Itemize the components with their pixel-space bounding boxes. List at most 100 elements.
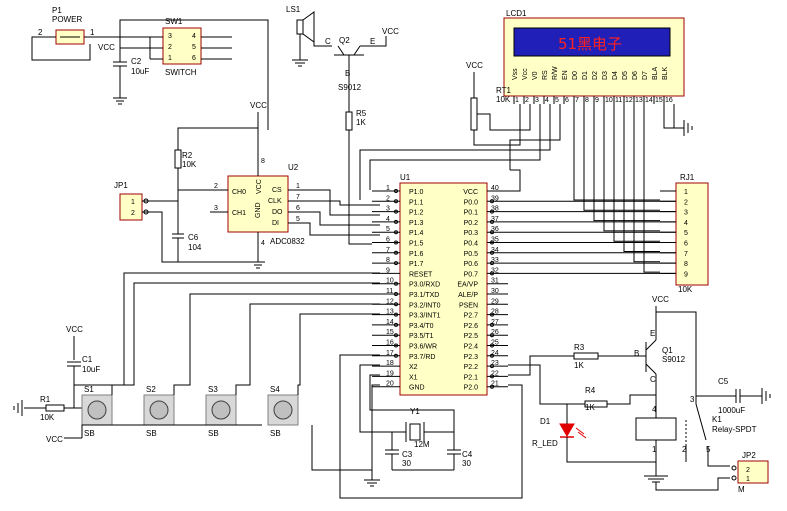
lcd-pin-label: RS (542, 70, 549, 80)
q2-value: S9012 (338, 83, 362, 92)
u1-left-pin-number: 7 (386, 247, 390, 254)
svg-text:CH0: CH0 (232, 189, 246, 196)
svg-text:CLK: CLK (268, 198, 282, 205)
u2-label: U2 (288, 163, 299, 172)
y1-label: Y1 (410, 407, 420, 416)
svg-text:4: 4 (192, 33, 196, 40)
lcd-pin-number: 3 (535, 97, 539, 104)
lcd-pin-label: D7 (642, 71, 649, 80)
led-d1: D1 R_LED (532, 403, 656, 463)
svg-text:DO: DO (272, 209, 283, 216)
button-type: SB (208, 429, 219, 438)
lcd-pin-number: 7 (575, 97, 579, 104)
u1-left-pin-label: RESET (409, 271, 433, 278)
svg-text:5: 5 (192, 44, 196, 51)
svg-text:VCC: VCC (46, 435, 63, 444)
c5-label: C5 (718, 377, 729, 386)
u1-right-pin-label: P2.4 (464, 344, 479, 351)
connector-jp2: JP2 2 1 M (655, 451, 769, 494)
lcd-pin-number: 9 (595, 97, 599, 104)
capacitor-c3: C3 30 (385, 432, 413, 470)
lcd-pin-label: D1 (582, 71, 589, 80)
capacitor-c5: C5 1000uF (696, 377, 771, 415)
u1-left-pin-number: 13 (386, 309, 394, 316)
c3-value: 30 (402, 459, 411, 468)
lcd-pin-number: 12 (625, 97, 633, 104)
u1-right-pin-label: P2.0 (464, 385, 479, 392)
svg-text:E: E (650, 329, 655, 338)
p1-value: POWER (52, 15, 82, 24)
u2-value: ADC0832 (270, 237, 305, 246)
d1-label: D1 (540, 417, 551, 426)
r3-label: R3 (574, 343, 585, 352)
sw1-label: SW1 (165, 17, 183, 26)
c6-value: 104 (188, 243, 202, 252)
y1-value: 12M (414, 440, 430, 449)
u1-right-pin-number: 36 (491, 226, 499, 233)
u1-left-pin-label: X1 (409, 374, 418, 381)
speaker-ls1: LS1 (286, 5, 332, 67)
lcd-pin-number: 1 (515, 97, 519, 104)
svg-text:2: 2 (168, 44, 172, 51)
svg-text:6: 6 (296, 205, 300, 212)
r2-value: 10K (182, 160, 197, 169)
rj1-pin-number: 2 (684, 199, 688, 206)
svg-text:1: 1 (746, 476, 750, 483)
jp1-label: JP1 (114, 181, 128, 190)
potentiometer-rt1: VCC RT1 10K (466, 61, 531, 146)
lcd-pin-number: 13 (635, 97, 643, 104)
u1-left-pin-number: 6 (386, 237, 390, 244)
u1-left-pin-number: 12 (386, 298, 394, 305)
rj1-pin-number: 6 (684, 241, 688, 248)
u1-right-pin-label: P0.6 (464, 261, 479, 268)
u1-right-pin-number: 34 (491, 247, 499, 254)
q1-value: S9012 (662, 355, 686, 364)
lcd-pin-number: 5 (555, 97, 559, 104)
svg-text:1: 1 (296, 183, 300, 190)
svg-text:2: 2 (38, 28, 43, 37)
c1-label: C1 (82, 355, 93, 364)
u1-right-pin-number: 32 (491, 267, 499, 274)
svg-text:VCC: VCC (382, 27, 399, 36)
u1-right-pin-number: 22 (491, 370, 499, 377)
u1-right-pin-label: P2.6 (464, 323, 479, 330)
u1-left-pin-label: P1.0 (409, 189, 424, 196)
svg-text:1: 1 (131, 199, 135, 206)
button-label: S1 (84, 385, 94, 394)
u1-right-pin-label: PSEN (459, 302, 478, 309)
lcd-pin-label: D4 (612, 71, 619, 80)
svg-text:3: 3 (690, 395, 695, 404)
u1-right-pin-label: P2.5 (464, 333, 479, 340)
u1-right-pin-number: 21 (491, 381, 499, 388)
transistor-q2: Q2 S9012 C E B VCC (325, 27, 399, 112)
d1-value: R_LED (532, 439, 558, 448)
svg-text:B: B (345, 69, 350, 78)
lcd-pin-label: D6 (632, 71, 639, 80)
u1-left-pin-label: P3.3/INT1 (409, 313, 441, 320)
svg-text:VCC: VCC (66, 325, 83, 334)
u1-left-pin-label: P3.0/RXD (409, 282, 440, 289)
lcd-pin-label: D5 (622, 71, 629, 80)
lcd-pin-label: V0 (532, 71, 539, 80)
u1-left-pin-number: 4 (386, 216, 390, 223)
c3-label: C3 (402, 450, 413, 459)
u1-left-pin-label: P3.6/WR (409, 344, 437, 351)
button-label: S4 (270, 385, 280, 394)
lcd-pin-number: 11 (615, 97, 622, 104)
switch-sw1: SW1 SWITCH 321 456 (119, 17, 269, 130)
mcu-u1: U1 (399, 173, 488, 396)
r5-value: 1K (356, 118, 366, 127)
u1-right-pin-label: EA/VP (457, 282, 478, 289)
rj1-pin-number: 7 (684, 251, 688, 258)
u1-right-pin-label: VCC (463, 189, 478, 196)
u1-left-pin-label: P3.2/INT0 (409, 302, 441, 309)
button-label: S3 (208, 385, 218, 394)
u1-left-pin-label: P1.4 (409, 230, 424, 237)
u1-left-pin-label: P3.1/TXD (409, 292, 439, 299)
svg-text:2: 2 (131, 210, 135, 217)
